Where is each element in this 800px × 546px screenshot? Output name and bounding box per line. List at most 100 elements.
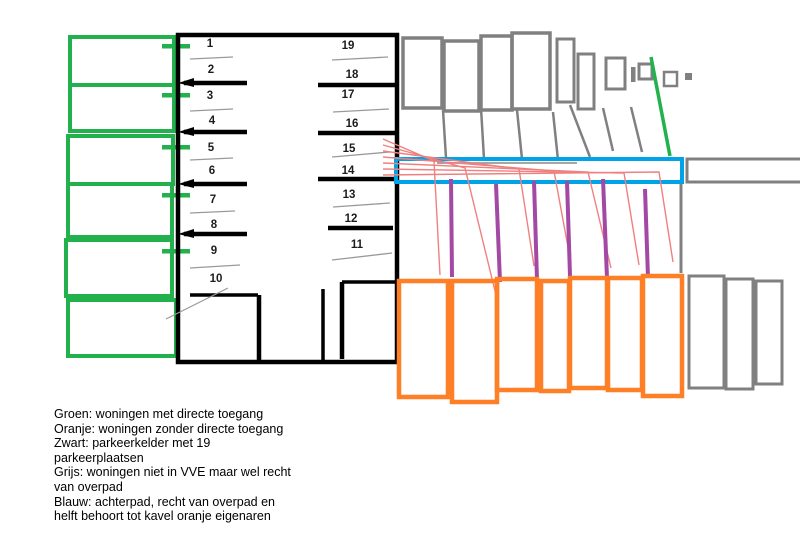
gray-house-7	[604, 56, 627, 91]
gray-boundary-line-1	[441, 109, 448, 159]
legend-line-groen: Groen: woningen met directe toegang	[54, 407, 264, 421]
parking-space-number: 1	[207, 38, 214, 50]
green-boundary-line	[649, 56, 672, 157]
gray-house-8	[631, 67, 636, 82]
gray-house-14	[754, 279, 784, 386]
legend-line-zwart: Zwart: parkeerkelder met 19	[54, 436, 211, 451]
gray-houses-top	[401, 31, 692, 113]
parking-space-number: 8	[211, 219, 218, 231]
thin-divider-9-10	[189, 264, 241, 269]
divider-arrow-tip-4	[178, 229, 194, 238]
parking-space-number: 17	[342, 89, 355, 101]
legend-line-grijs-cont: van overpad	[54, 479, 123, 494]
legend-line-blauw: Blauw: achterpad, recht van overpad en	[54, 494, 275, 509]
gray-boundary-line-4	[551, 111, 560, 161]
gray-house-10	[662, 70, 679, 88]
green-house-2	[68, 83, 176, 133]
purple-line-4	[565, 180, 572, 277]
parking-space-number: 6	[209, 165, 215, 177]
thin-divider-5-6	[189, 157, 234, 161]
parking-space-numbers: 1 2 3 4 5 6 7 8 9 10 19 18 17 16 15 14 1…	[207, 38, 364, 285]
gray-boundary-line-6	[601, 107, 615, 152]
green-houses	[64, 35, 190, 358]
parking-garage: 1 2 3 4 5 6 7 8 9 10 19 18 17 16 15 14 1…	[165, 32, 400, 365]
entrance-ramp-line	[165, 287, 229, 320]
gray-house-5	[555, 37, 576, 104]
gray-boundary-line-7	[629, 106, 644, 153]
gray-strip-top-right	[685, 157, 800, 184]
parking-space-number: 9	[211, 245, 217, 257]
thin-divider-17-16	[332, 108, 390, 113]
overpad-red-line-2	[382, 144, 497, 296]
legend-line-grijs: Grijs: woningen niet in VVE maar wel rec…	[54, 465, 291, 480]
orange-house-5	[567, 275, 610, 391]
thin-divider-19-18	[331, 56, 389, 61]
green-house-5	[64, 238, 174, 298]
thin-divider-7-8	[189, 210, 236, 214]
gray-house-12	[687, 274, 726, 390]
gray-boundary-line-3	[515, 109, 524, 160]
gray-right-structures	[679, 157, 800, 391]
parking-space-number: 16	[346, 118, 359, 130]
parking-space-number: 13	[343, 189, 356, 201]
overpad-red-lines	[382, 138, 674, 296]
gray-house-4	[510, 31, 552, 111]
green-house-6	[66, 298, 178, 358]
green-house-3	[66, 134, 175, 186]
thin-divider-3-4	[189, 108, 234, 112]
purple-line-3	[532, 180, 539, 281]
orange-house-4	[538, 278, 572, 394]
gray-house-6	[576, 52, 596, 111]
gray-house-3	[479, 34, 514, 112]
orange-house-1	[396, 278, 451, 400]
gray-boundary-line-5	[568, 104, 592, 158]
gray-house-9	[637, 62, 654, 81]
divider-arrow-tip-3	[178, 179, 194, 188]
divider-arrow-tip-1	[178, 78, 194, 87]
purple-line-6	[643, 188, 650, 279]
orange-houses	[396, 273, 685, 405]
purple-line-2	[494, 183, 502, 283]
garage-outline	[175, 32, 400, 365]
parking-space-number: 10	[210, 273, 223, 285]
gray-house-2	[442, 39, 481, 113]
thin-divider-1-2	[189, 56, 234, 60]
gray-house-1	[401, 36, 444, 110]
gray-boundary-lines	[441, 104, 644, 161]
gray-house-13	[724, 277, 755, 391]
orange-house-6	[605, 275, 645, 393]
orange-house-2	[449, 278, 500, 405]
thin-divider-below-11	[331, 252, 393, 261]
divider-arrow-tip-2	[178, 127, 194, 136]
gray-boundary-line-2	[479, 107, 486, 160]
parking-space-number: 11	[351, 239, 364, 251]
parking-space-number: 15	[343, 143, 356, 155]
thin-divider-15-14	[331, 151, 391, 158]
purple-line-5	[601, 178, 609, 279]
purple-boundary-lines	[449, 178, 650, 283]
orange-house-7	[640, 273, 685, 399]
thin-divider-13-12	[332, 202, 391, 208]
legend-line-oranje: Oranje: woningen zonder directe toegang	[54, 421, 284, 436]
parking-space-number: 12	[345, 213, 358, 225]
parking-space-number: 3	[207, 90, 213, 102]
parking-space-number: 18	[346, 69, 359, 81]
parking-dividers-thin	[189, 56, 393, 269]
parking-space-number: 4	[209, 115, 216, 127]
legend: Groen: woningen met directe toegang Oran…	[54, 407, 291, 524]
achterpad-blue-rect	[394, 157, 684, 184]
parking-space-number: 14	[342, 165, 355, 177]
green-house-1	[68, 35, 176, 87]
orange-house-3	[494, 276, 540, 393]
parking-space-number: 2	[208, 64, 214, 76]
purple-line-1	[449, 178, 454, 278]
overpad-red-line-7	[382, 171, 674, 263]
green-house-4	[66, 182, 174, 239]
legend-line-zwart-cont: parkeerplaatsen	[54, 450, 144, 465]
gray-house-11	[685, 73, 692, 80]
legend-line-blauw-cont: helft behoort tot kavel oranje eigenaren	[54, 509, 271, 524]
parking-space-number: 19	[342, 40, 355, 52]
parking-space-number: 7	[210, 194, 216, 206]
